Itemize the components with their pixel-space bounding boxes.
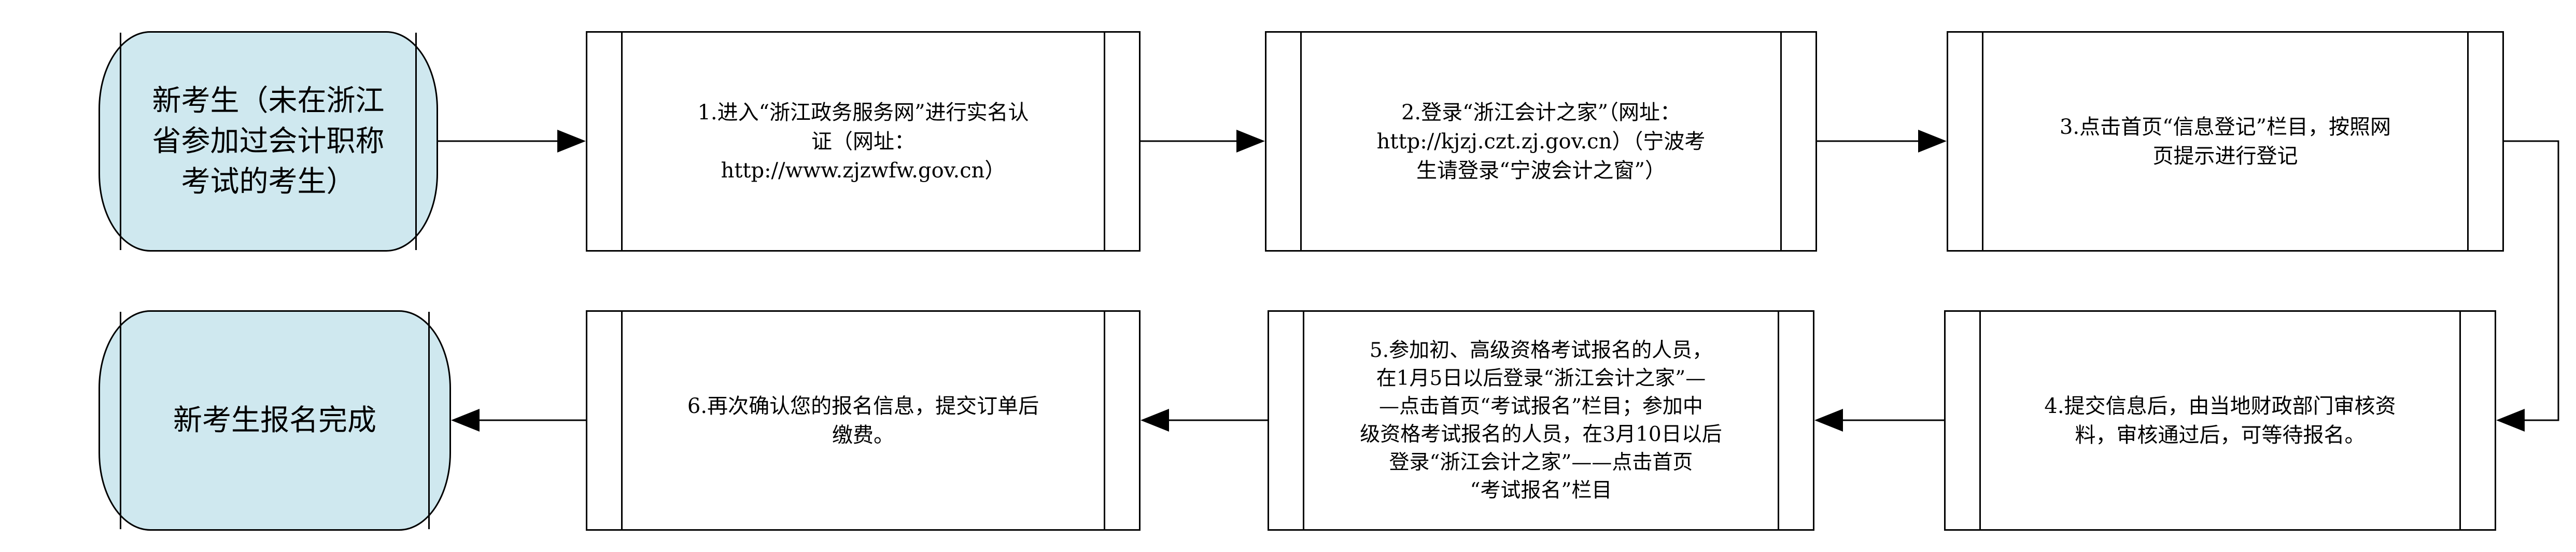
process-step-1-text: 1.进入“浙江政务服务网”进行实名认 证（网址： http://www.zjzw… [697, 100, 1029, 183]
terminal-right-bar [428, 312, 430, 529]
process-right-bar [1104, 312, 1105, 529]
end-terminal-label: 新考生报名完成 [173, 403, 376, 437]
arrowhead-step4-to-step5 [1814, 409, 1843, 432]
arrowhead-step5-to-step6 [1141, 409, 1169, 432]
start-terminal: 新考生（未在浙江 省参加过会计职称 考试的考生） [98, 31, 438, 252]
process-left-bar [1303, 312, 1304, 529]
terminal-left-bar [120, 33, 121, 250]
arrowhead-step3-to-step4 [2496, 409, 2525, 432]
process-step-3: 3.点击首页“信息登记”栏目，按照网 页提示进行登记 [1947, 31, 2504, 252]
process-step-4: 4.提交信息后，由当地财政部门审核资 料，审核通过后，可等待报名。 [1944, 310, 2496, 531]
process-step-5-text: 5.参加初、高级资格考试报名的人员， 在1月5日以后登录“浙江会计之家”— —点… [1360, 338, 1722, 502]
terminal-right-bar [415, 33, 417, 250]
process-right-bar [1778, 312, 1779, 529]
process-step-3-text: 3.点击首页“信息登记”栏目，按照网 页提示进行登记 [2059, 115, 2391, 168]
process-step-6: 6.再次确认您的报名信息，提交订单后 缴费。 [586, 310, 1141, 531]
process-left-bar [621, 312, 623, 529]
process-right-bar [2467, 33, 2469, 250]
start-terminal-label: 新考生（未在浙江 省参加过会计职称 考试的考生） [152, 84, 385, 199]
process-step-2: 2.登录“浙江会计之家”（网址： http://kjzj.czt.zj.gov.… [1265, 31, 1817, 252]
process-right-bar [2459, 312, 2461, 529]
process-step-5: 5.参加初、高级资格考试报名的人员， 在1月5日以后登录“浙江会计之家”— —点… [1268, 310, 1814, 531]
arrowhead-step2-to-step3 [1918, 130, 1947, 153]
process-step-2-text: 2.登录“浙江会计之家”（网址： http://kjzj.czt.zj.gov.… [1376, 100, 1706, 183]
process-step-4-text: 4.提交信息后，由当地财政部门审核资 料，审核通过后，可等待报名。 [2044, 394, 2396, 447]
process-left-bar [1979, 312, 1981, 529]
arrowhead-step6-to-end [451, 409, 480, 432]
terminal-left-bar [120, 312, 121, 529]
arrowhead-step1-to-step2 [1236, 130, 1265, 153]
process-left-bar [1300, 33, 1302, 250]
process-left-bar [621, 33, 623, 250]
process-right-bar [1104, 33, 1105, 250]
process-right-bar [1780, 33, 1782, 250]
arrow-step3-to-step4 [2504, 140, 2559, 421]
process-left-bar [1982, 33, 1983, 250]
end-terminal: 新考生报名完成 [98, 310, 451, 531]
process-step-6-text: 6.再次确认您的报名信息，提交订单后 缴费。 [687, 394, 1039, 447]
arrowhead-start-to-step1 [557, 130, 586, 153]
process-step-1: 1.进入“浙江政务服务网”进行实名认 证（网址： http://www.zjzw… [586, 31, 1141, 252]
